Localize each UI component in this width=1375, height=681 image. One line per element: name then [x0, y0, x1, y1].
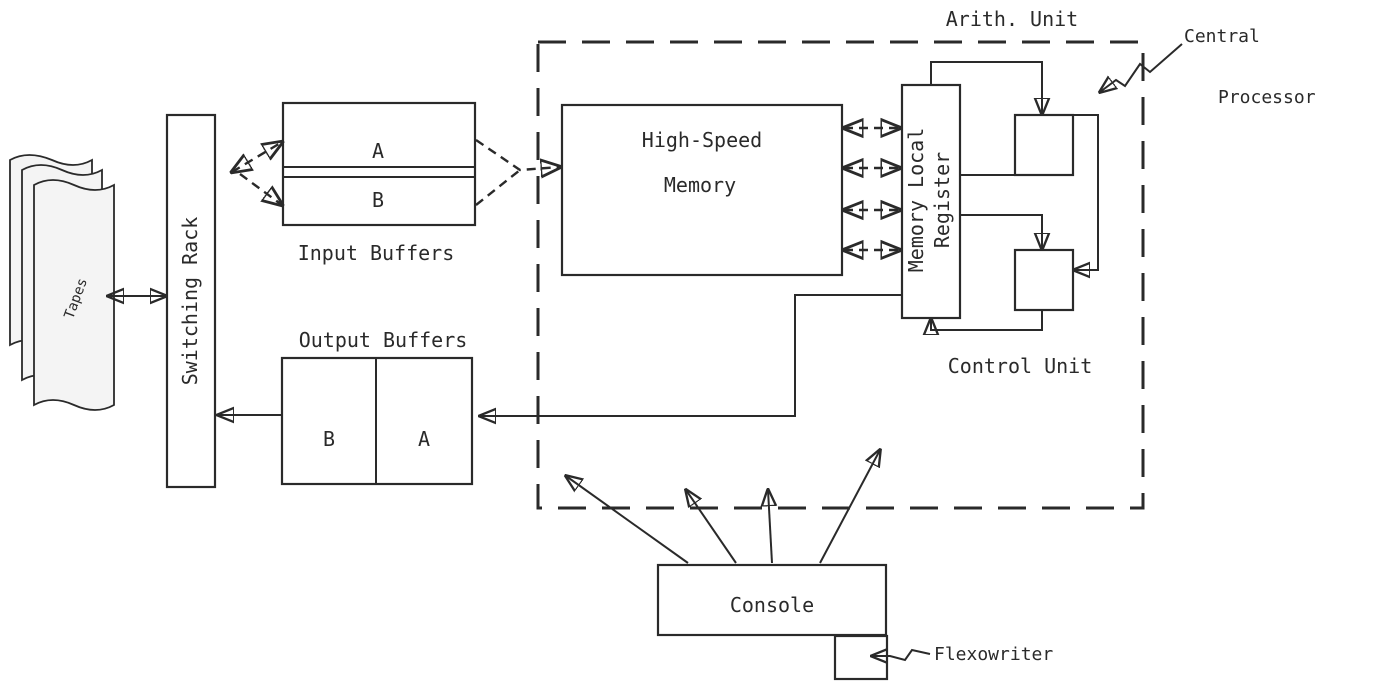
console-control-line-1	[566, 476, 689, 564]
output-buffer-a-label: A	[418, 427, 430, 451]
input-a-to-memory-arrow	[475, 139, 560, 170]
tape-stack-icon: Tapes	[9, 154, 115, 411]
arith-unit-label: Arith. Unit	[946, 7, 1078, 31]
upper-to-register-wire	[961, 174, 1043, 176]
flexowriter-label: Flexowriter	[934, 644, 1053, 665]
central-processor-pointer	[1100, 43, 1183, 92]
central-processor-label-line2: Processor	[1218, 87, 1316, 108]
console-control-line-3	[768, 490, 772, 564]
input-buffer-box	[281, 101, 477, 227]
control-unit-label: Control Unit	[948, 354, 1093, 378]
console-control-line-4	[819, 450, 880, 564]
memory-label-line2: Memory	[664, 173, 736, 197]
output-buffers-label: Output Buffers	[299, 328, 468, 352]
switching-rack-label: Switching Rack	[178, 217, 202, 386]
memory-local-register-box	[900, 83, 962, 320]
console-box	[656, 563, 888, 637]
output-buffer-b-label: B	[323, 427, 335, 451]
high-speed-memory-box	[560, 103, 844, 277]
register-to-output-wire	[480, 294, 901, 416]
flexowriter-pointer	[872, 650, 931, 660]
rack-to-input-a-arrow	[232, 142, 282, 172]
switching-rack-box	[165, 113, 217, 489]
lower-to-register-wire	[931, 311, 1043, 330]
arith-unit-boundary	[536, 40, 1145, 510]
register-to-upper-top-wire	[930, 61, 1042, 114]
central-processor-upper-box	[1013, 113, 1075, 177]
rack-to-input-b-arrow	[239, 173, 282, 205]
console-control-line-2	[686, 490, 737, 564]
input-buffer-a-label: A	[372, 139, 384, 163]
memory-label-line1: High-Speed	[642, 128, 762, 152]
input-buffer-b-label: B	[372, 188, 384, 212]
register-label-line1: Memory Local	[904, 128, 928, 273]
register-label-line2: Register	[930, 152, 954, 248]
input-buffers-label: Input Buffers	[298, 241, 455, 265]
console-label: Console	[730, 593, 814, 617]
central-processor-label-line1: Central	[1184, 26, 1260, 47]
central-processor-lower-box	[1013, 248, 1075, 312]
input-b-to-memory-arrow	[475, 169, 521, 206]
processor-loop-wire	[1074, 114, 1099, 270]
register-to-lower-wire	[961, 214, 1042, 249]
flexowriter-box	[833, 634, 889, 681]
